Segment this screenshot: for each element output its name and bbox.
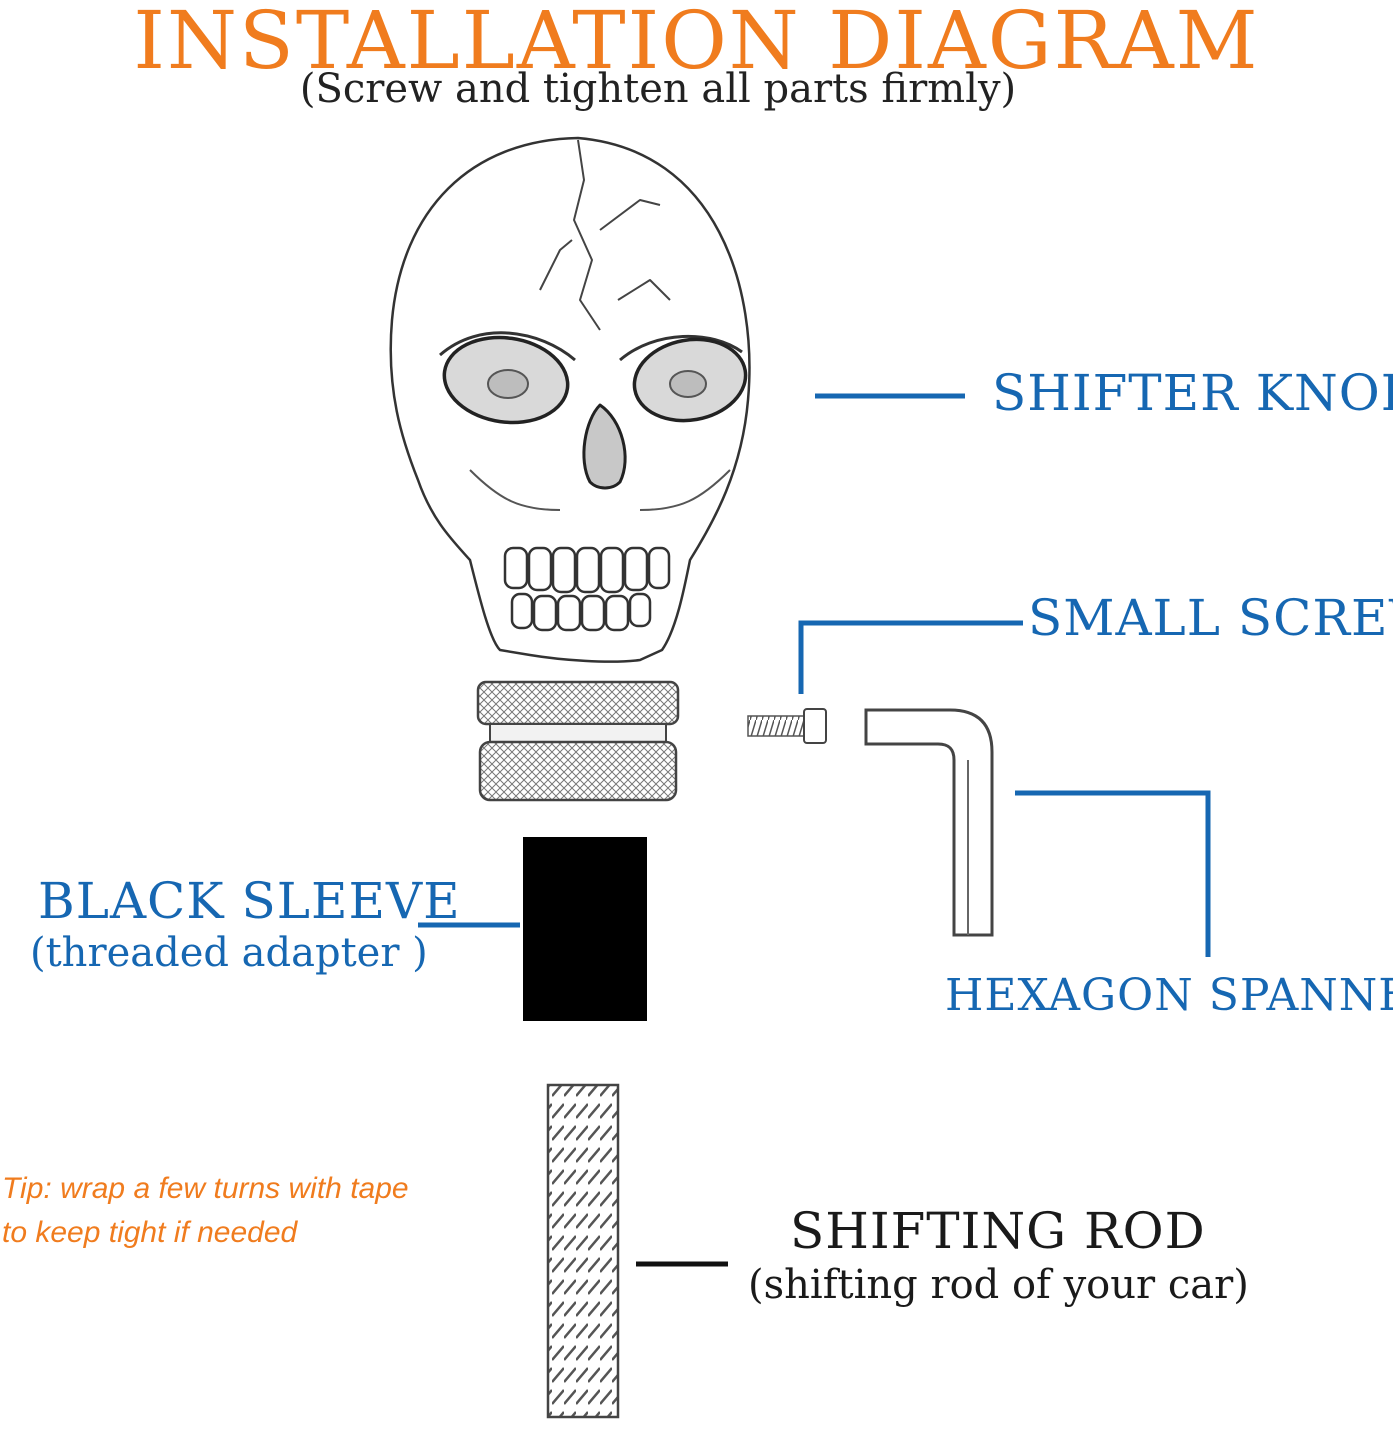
small-screw-illustration bbox=[747, 708, 827, 744]
shifting-rod-illustration bbox=[546, 1083, 620, 1419]
tip-line-1: Tip: wrap a few turns with tape bbox=[2, 1172, 409, 1205]
leader-small-screw bbox=[798, 620, 1023, 694]
leader-hexagon-spanner bbox=[1015, 790, 1211, 957]
label-shifter-knob: SHIFTER KNOB bbox=[992, 364, 1393, 422]
page-title: INSTALLATION DIAGRAM bbox=[133, 0, 1260, 87]
page-subtitle: (Screw and tighten all parts firmly) bbox=[299, 66, 1017, 112]
tip-line-2: to keep tight if needed bbox=[2, 1216, 298, 1249]
label-shifting-rod-note: (shifting rod of your car) bbox=[748, 1262, 1249, 1308]
label-black-sleeve: BLACK SLEEVE bbox=[38, 872, 461, 930]
label-shifting-rod: SHIFTING ROD bbox=[790, 1202, 1206, 1260]
label-black-sleeve-note: (threaded adapter ) bbox=[30, 930, 428, 976]
black-sleeve-illustration bbox=[523, 837, 647, 1021]
leader-lines bbox=[418, 393, 1211, 1267]
skull-knob-illustration bbox=[389, 136, 751, 802]
label-small-screw: SMALL SCREW bbox=[1028, 589, 1393, 647]
label-hexagon-spanner: HEXAGON SPANNER bbox=[945, 970, 1393, 1021]
hexagon-spanner-illustration bbox=[864, 708, 994, 937]
